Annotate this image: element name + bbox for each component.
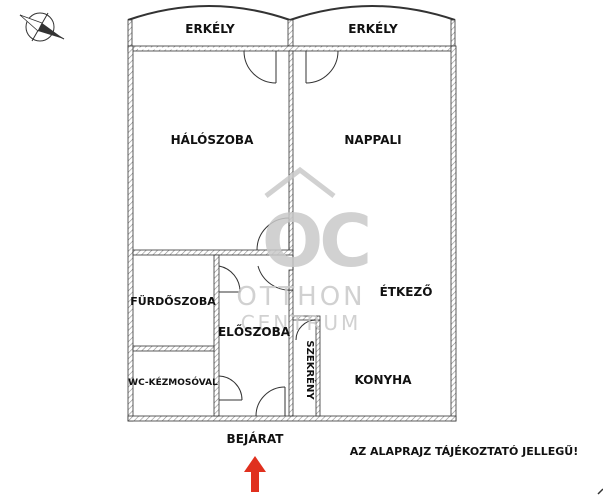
watermark-logo: ОС OTTHON CENTRUM (236, 166, 372, 335)
label-hall: ELŐSZOBA (218, 324, 291, 339)
wall-left (127, 45, 134, 422)
entrance-label: BEJÁRAT (227, 431, 285, 446)
watermark-oc-glyph: ОС (262, 199, 368, 283)
door-hall-living (257, 255, 294, 291)
watermark-line1: OTTHON (236, 282, 365, 312)
balcony-right-wall (450, 19, 456, 47)
door-entrance (255, 386, 286, 417)
label-dining: ÉTKEZŐ (380, 284, 433, 299)
wall-bedroom-bottom (132, 249, 294, 256)
label-bathroom: FÜRDŐSZOBA (130, 294, 216, 308)
wall-bath-wc (132, 345, 215, 352)
balcony-left-arc (127, 5, 291, 21)
label-bedroom: HÁLÓSZOBA (171, 132, 254, 147)
door-wc (218, 375, 243, 401)
label-kitchen: KONYHA (354, 373, 412, 387)
balcony-right-arc (289, 5, 456, 21)
label-balcony-right: ERKÉLY (348, 21, 398, 36)
label-balcony-left: ERKÉLY (185, 21, 235, 36)
door-living-balcony (305, 50, 339, 84)
door-wardrobe (295, 319, 317, 341)
watermark-line2: CENTRUM (241, 311, 362, 335)
label-wc: WC-KÉZMOSÓVAL (128, 376, 218, 388)
balcony-left-wall (127, 19, 133, 47)
door-bedroom-hall (256, 217, 290, 251)
compass-icon (19, 12, 65, 42)
entrance-arrow-icon (244, 456, 266, 492)
wall-hall-wardrobe (288, 269, 294, 417)
balcony-mid-wall (287, 19, 294, 47)
door-bathroom (218, 265, 241, 293)
wall-right (450, 45, 457, 422)
wardrobe-top (292, 315, 321, 321)
door-bedroom-balcony (243, 50, 277, 84)
wall-bath-hall (213, 254, 220, 417)
wall-bottom (127, 415, 457, 422)
label-wardrobe: SZEKRÉNY (304, 340, 317, 400)
corner-mark (597, 488, 603, 495)
watermark-roof-icon (264, 166, 336, 198)
label-living-room: NAPPALI (344, 133, 401, 147)
disclaimer-text: AZ ALAPRAJZ TÁJÉKOZTATÓ JELLEGŰ! (350, 444, 579, 458)
